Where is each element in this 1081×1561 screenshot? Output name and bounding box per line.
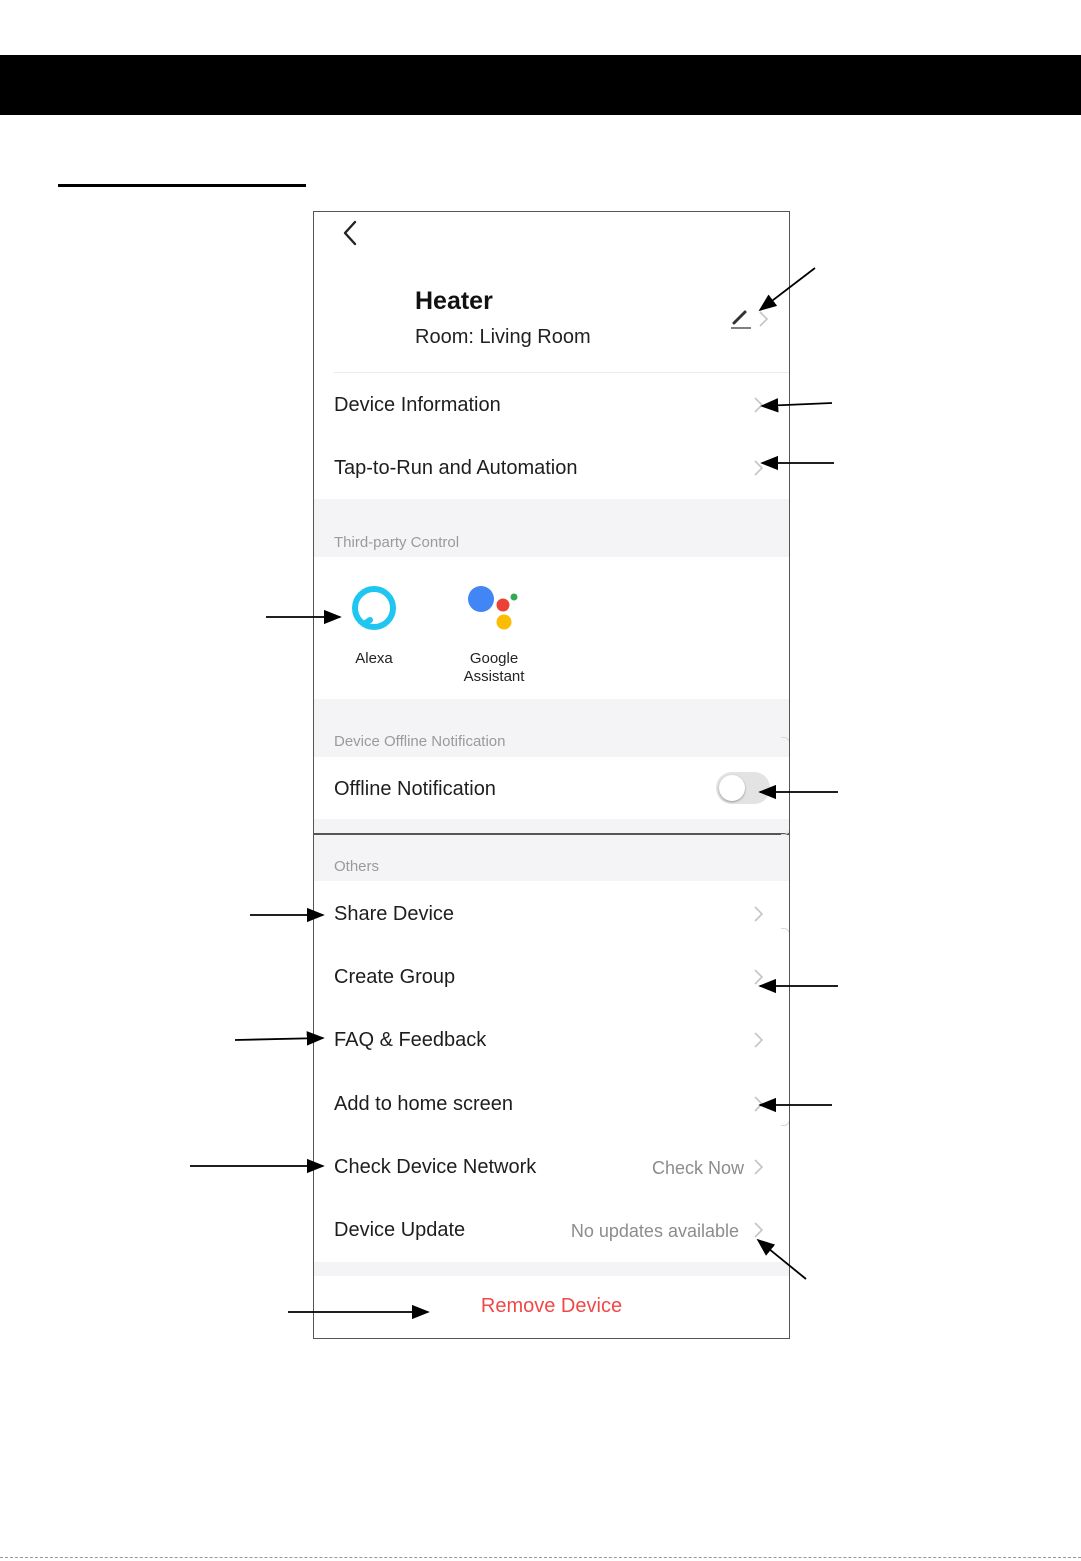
chevron-right-icon[interactable]	[752, 968, 764, 986]
google-assistant-label-line1: Google	[469, 650, 519, 667]
arrow-edit	[758, 267, 816, 312]
arrow-faq	[234, 1031, 325, 1046]
google-assistant-label-line2: Assistant	[463, 668, 525, 685]
page-bottom-rule	[0, 1557, 1081, 1558]
add-to-home-screen-item[interactable]: Add to home screen	[334, 1093, 513, 1115]
pencil-icon[interactable]	[729, 307, 753, 331]
divider	[334, 372, 789, 373]
device-room: Room: Living Room	[415, 326, 591, 348]
device-update-status: No updates available	[570, 1221, 739, 1241]
arrow-device-info	[760, 398, 833, 413]
offline-notification-label: Offline Notification	[334, 778, 496, 800]
section-band	[314, 699, 789, 757]
remove-device-button[interactable]: Remove Device	[480, 1295, 623, 1317]
section-band	[314, 499, 789, 557]
scrollbar[interactable]	[781, 737, 789, 835]
device-name: Heater	[415, 287, 493, 315]
device-settings-screen: Heater Room: Living Room Device Informat…	[313, 211, 790, 1339]
section-band	[314, 1262, 789, 1276]
chevron-right-icon[interactable]	[752, 1158, 764, 1176]
arrow-device-update	[756, 1238, 807, 1280]
device-information-item[interactable]: Device Information	[334, 394, 501, 416]
section-band	[314, 819, 789, 833]
toggle-knob	[719, 775, 745, 801]
google-assistant-icon[interactable]	[464, 584, 522, 634]
chevron-right-icon[interactable]	[752, 1221, 764, 1239]
screenshot-seam	[314, 833, 789, 835]
share-device-item[interactable]: Share Device	[334, 903, 455, 925]
chevron-right-icon[interactable]	[757, 310, 769, 328]
tap-to-run-automation-item[interactable]: Tap-to-Run and Automation	[334, 457, 578, 479]
section-band	[314, 835, 789, 881]
third-party-section-label: Third-party Control	[334, 534, 460, 551]
offline-section-label: Device Offline Notification	[334, 733, 506, 750]
chevron-right-icon[interactable]	[752, 1031, 764, 1049]
device-update-item[interactable]: Device Update	[334, 1219, 466, 1241]
create-group-item[interactable]: Create Group	[334, 966, 456, 988]
faq-feedback-item[interactable]: FAQ & Feedback	[334, 1029, 487, 1051]
check-now-value[interactable]: Check Now	[651, 1158, 744, 1178]
alexa-icon[interactable]	[350, 584, 398, 632]
back-chevron-icon[interactable]	[340, 218, 362, 248]
others-section-label: Others	[334, 858, 380, 875]
chevron-right-icon[interactable]	[752, 905, 764, 923]
alexa-label: Alexa	[355, 650, 393, 667]
check-device-network-item[interactable]: Check Device Network	[334, 1156, 537, 1178]
scrollbar[interactable]	[781, 928, 789, 1126]
document-header-bar	[0, 55, 1081, 115]
section-title-underline	[58, 184, 306, 187]
